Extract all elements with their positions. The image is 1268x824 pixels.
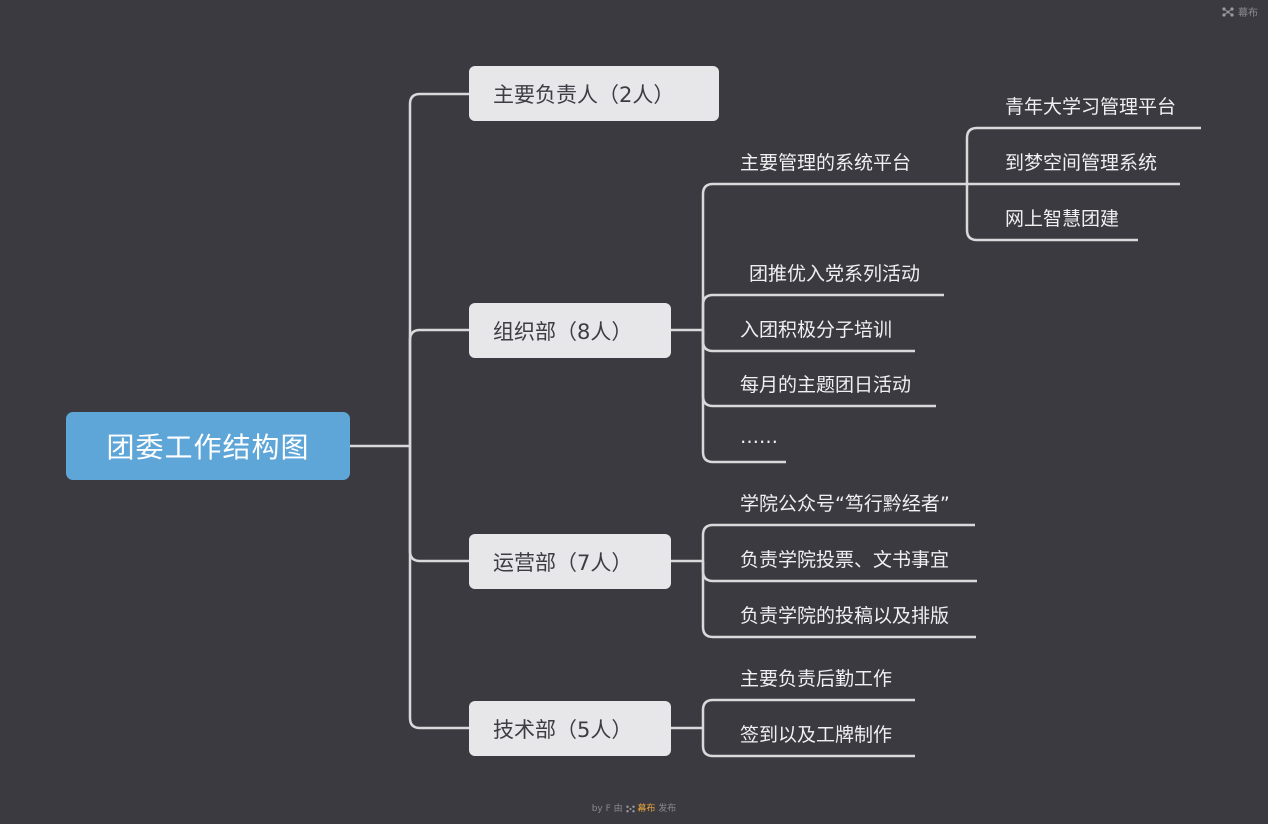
- leaf-ellipsis[interactable]: ……: [740, 426, 778, 448]
- leaf-badges[interactable]: 签到以及工牌制作: [740, 724, 893, 746]
- footer-suffix: 发布: [658, 804, 677, 814]
- leaf-platform-2[interactable]: 到梦空间管理系统: [1005, 152, 1158, 174]
- leaf-official-account[interactable]: 学院公众号“笃行黔经者”: [740, 493, 950, 515]
- connector-platform: [965, 126, 1201, 184]
- node-organization[interactable]: 组织部（8人）: [469, 303, 671, 358]
- footer-prefix: by F 由: [591, 804, 623, 814]
- node-label: 组织部（8人）: [493, 319, 633, 344]
- brand-badge[interactable]: 幕布: [1222, 4, 1258, 19]
- node-label: 技术部（5人）: [493, 717, 633, 742]
- footer-credit: by F 由 幕布 发布: [0, 801, 1268, 814]
- leaf-logistics[interactable]: 主要负责后勤工作: [740, 668, 893, 690]
- node-technology[interactable]: 技术部（5人）: [469, 701, 671, 756]
- leaf-voting-documents[interactable]: 负责学院投票、文书事宜: [740, 549, 950, 571]
- mubu-logo-icon: [1222, 6, 1234, 17]
- leaf-platform-1[interactable]: 青年大学习管理平台: [1005, 96, 1177, 118]
- leaf-submissions-layout[interactable]: 负责学院的投稿以及排版: [740, 605, 950, 627]
- leaf-party-activities[interactable]: 团推优入党系列活动: [749, 263, 921, 285]
- leaf-training[interactable]: 入团积极分子培训: [740, 319, 893, 341]
- leaf-platform-3[interactable]: 网上智慧团建: [1005, 208, 1120, 230]
- root-node[interactable]: 团委工作结构图: [66, 412, 350, 480]
- mubu-logo-icon: [625, 805, 635, 813]
- leaf-monthly-activity[interactable]: 每月的主题团日活动: [740, 374, 912, 396]
- node-label: 运营部（7人）: [493, 550, 633, 575]
- node-label: 主要负责人（2人）: [493, 82, 675, 107]
- leaf-platforms[interactable]: 主要管理的系统平台: [740, 152, 912, 174]
- node-operations[interactable]: 运营部（7人）: [469, 534, 671, 589]
- root-label: 团委工作结构图: [106, 431, 310, 464]
- node-leader[interactable]: 主要负责人（2人）: [469, 66, 719, 121]
- brand-name: 幕布: [1238, 8, 1258, 19]
- connector-trunk: [408, 92, 469, 446]
- footer-brand-link[interactable]: 幕布: [637, 804, 656, 814]
